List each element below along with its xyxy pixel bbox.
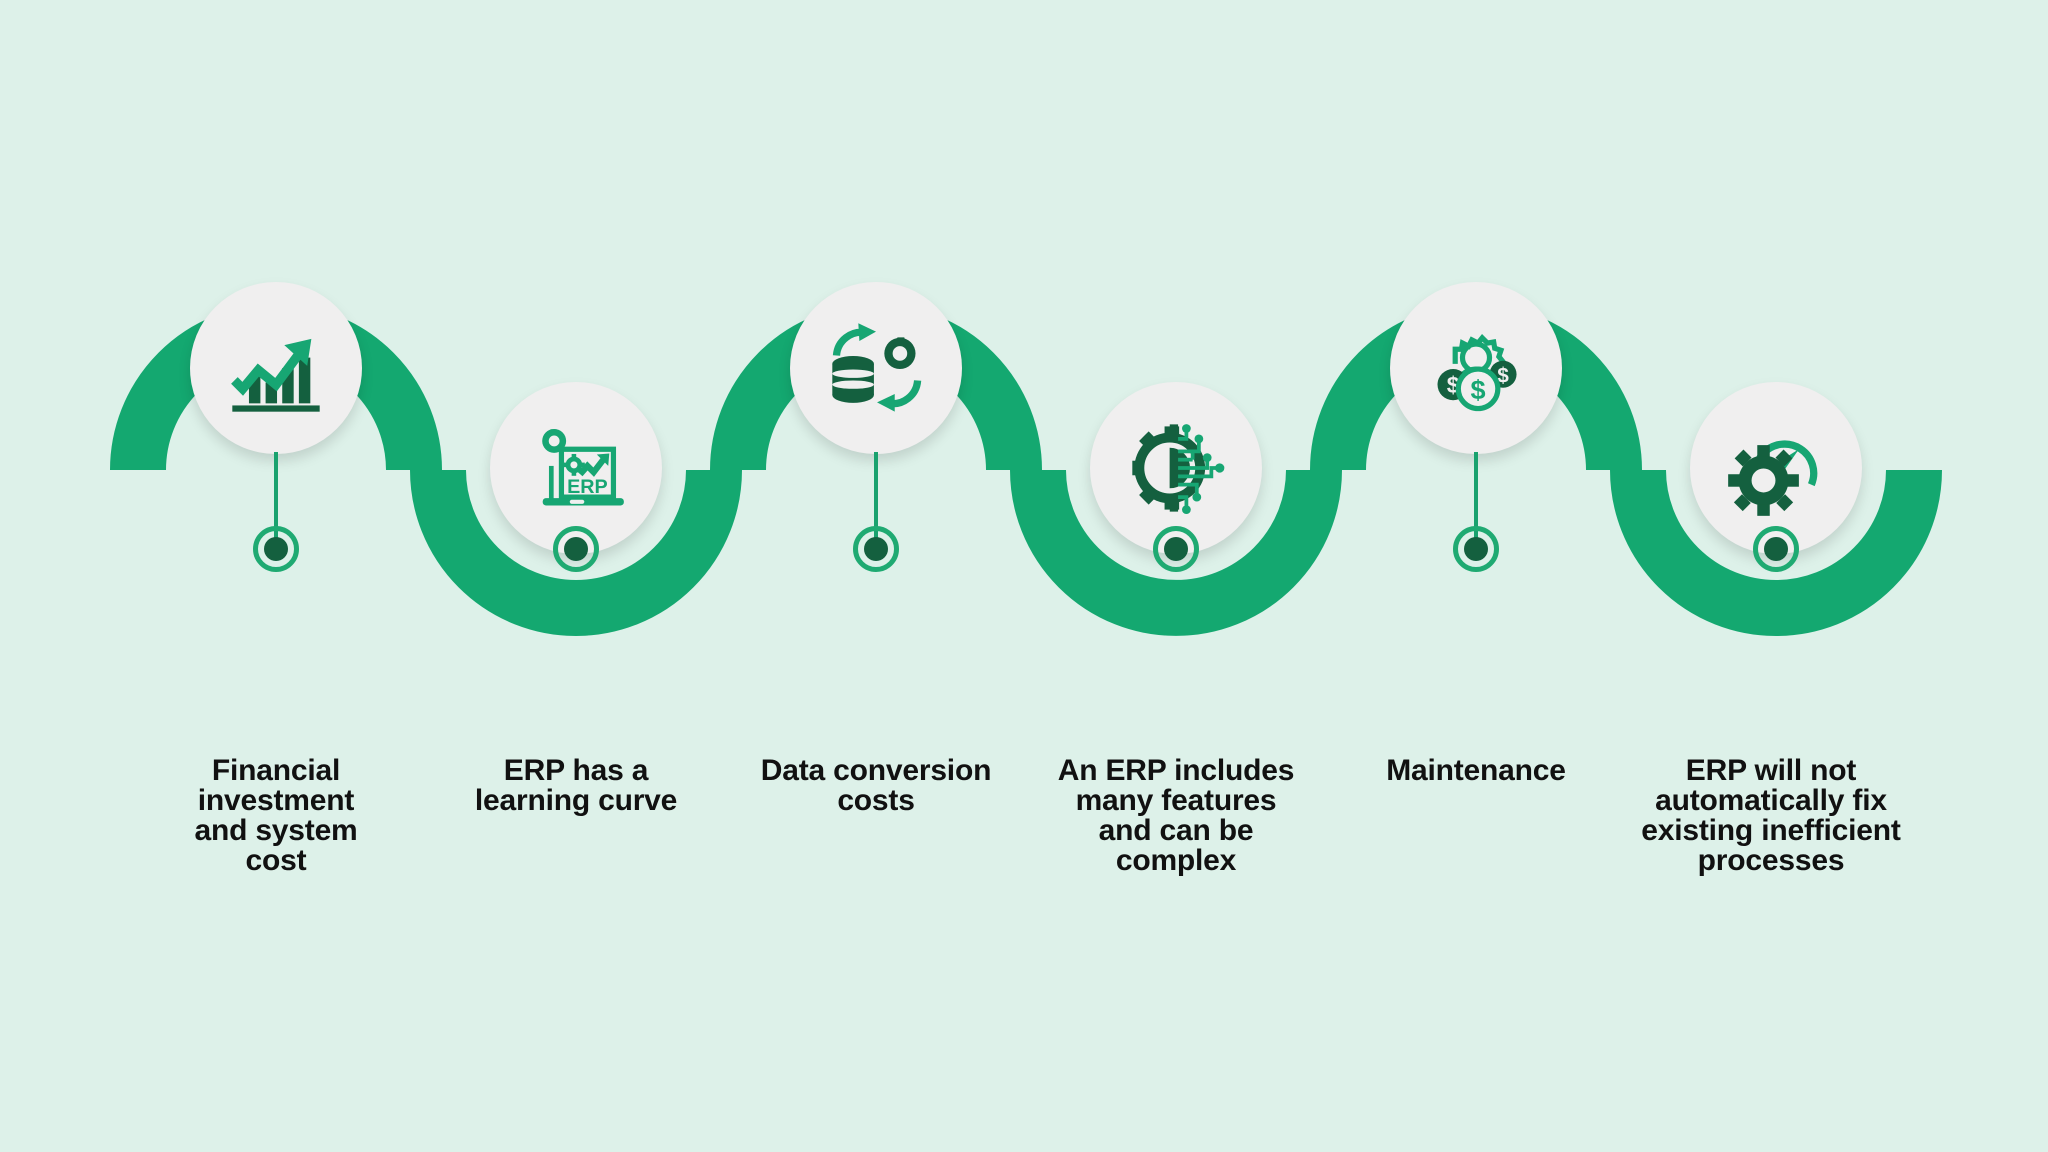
- step-caption-6: ERP will not automatically fix existing …: [1641, 754, 1901, 877]
- step-marker-1[interactable]: [253, 526, 299, 572]
- gear-speedometer-icon: [1690, 382, 1862, 554]
- svg-text:$: $: [1471, 375, 1486, 405]
- step-icon-disc-2[interactable]: ERP: [490, 382, 662, 554]
- step-icon-disc-1[interactable]: [190, 282, 362, 454]
- marker-dot-icon: [1764, 537, 1788, 561]
- step-icon-disc-3[interactable]: [790, 282, 962, 454]
- marker-dot-icon: [1464, 537, 1488, 561]
- step-caption-1: Financial investment and system cost: [194, 754, 358, 877]
- step-caption-4: An ERP includes many features and can be…: [1057, 754, 1295, 877]
- svg-text:$: $: [1497, 365, 1509, 388]
- marker-dot-icon: [564, 537, 588, 561]
- step-marker-3[interactable]: [853, 526, 899, 572]
- step-connector-stem-3: [874, 452, 878, 548]
- step-marker-5[interactable]: [1453, 526, 1499, 572]
- marker-ring-icon: [853, 526, 899, 572]
- ribbon-arc-down-6: [1610, 469, 1942, 636]
- step-icon-disc-4[interactable]: [1090, 382, 1262, 554]
- marker-ring-icon: [1453, 526, 1499, 572]
- svg-text:ERP: ERP: [567, 476, 608, 498]
- step-caption-2: ERP has a learning curve: [474, 754, 678, 817]
- marker-dot-icon: [864, 537, 888, 561]
- gear-circuit-board-icon: [1090, 382, 1262, 554]
- marker-ring-icon: [1153, 526, 1199, 572]
- step-marker-2[interactable]: [553, 526, 599, 572]
- growth-bar-chart-arrow-icon: [190, 282, 362, 454]
- step-marker-6[interactable]: [1753, 526, 1799, 572]
- erp-laptop-gears-icon: ERP: [490, 382, 662, 554]
- ribbon-arc-down-2: [410, 469, 742, 636]
- step-marker-4[interactable]: [1153, 526, 1199, 572]
- gear-money-coins-icon: $ $ $: [1390, 282, 1562, 454]
- marker-ring-icon: [553, 526, 599, 572]
- step-connector-stem-1: [274, 452, 278, 548]
- marker-dot-icon: [264, 537, 288, 561]
- step-caption-5: Maintenance: [1386, 754, 1566, 787]
- database-conversion-gear-icon: [790, 282, 962, 454]
- ribbon-arc-down-4: [1010, 469, 1342, 636]
- marker-ring-icon: [1753, 526, 1799, 572]
- step-icon-disc-6[interactable]: [1690, 382, 1862, 554]
- step-caption-3: Data conversion costs: [760, 754, 992, 817]
- step-icon-disc-5[interactable]: $ $ $: [1390, 282, 1562, 454]
- step-connector-stem-5: [1474, 452, 1478, 548]
- marker-ring-icon: [253, 526, 299, 572]
- marker-dot-icon: [1164, 537, 1188, 561]
